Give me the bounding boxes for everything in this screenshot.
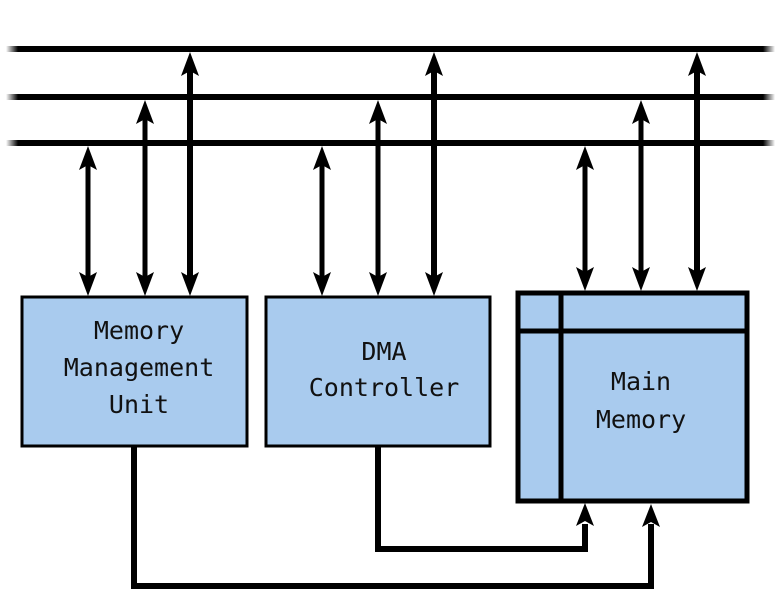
bus-2 (6, 94, 775, 100)
arrowhead-up-icon (369, 100, 387, 124)
block-main-memory-label-line-2: Memory (596, 405, 686, 434)
arrowhead-down-icon (632, 267, 650, 291)
block-main-memory[interactable]: Main Memory (515, 290, 750, 504)
block-mmu-label-line-2: Management (64, 353, 215, 382)
arrowhead-up-icon (181, 52, 199, 76)
bus-3 (6, 140, 775, 146)
connector-dma-bus-2 (369, 100, 387, 296)
arrowhead-up-icon (632, 100, 650, 124)
arrowhead-up-icon (576, 146, 594, 170)
arrowhead-up-icon (688, 52, 706, 76)
connector-mmu-bus-2 (136, 100, 154, 296)
bus-1 (6, 46, 775, 52)
arrowhead-down-icon (425, 272, 443, 296)
connector-main-memory-bus-1 (688, 52, 706, 291)
arrowhead-down-icon (576, 267, 594, 291)
block-dma-label-line-2: Controller (309, 373, 460, 402)
link-mmu-to-main-memory (131, 447, 660, 589)
connector-main-memory-bus-2 (632, 100, 650, 291)
connector-dma-bus-1 (425, 52, 443, 296)
link-dma-to-main-memory (375, 447, 594, 552)
block-main-memory-label-line-1: Main (611, 367, 671, 396)
arrowhead-up-icon (313, 146, 331, 170)
arrowhead-down-icon (313, 272, 331, 296)
arrowhead-up-icon (79, 146, 97, 170)
arrowhead-up-icon (136, 100, 154, 124)
block-mmu[interactable]: Memory Management Unit (20, 295, 249, 448)
connector-mmu-bus-1 (181, 52, 199, 296)
arrowhead-down-icon (79, 272, 97, 296)
arrowhead-down-icon (688, 267, 706, 291)
arrowhead-icon (642, 504, 660, 527)
block-mmu-label-line-3: Unit (109, 390, 169, 419)
block-dma[interactable]: DMA Controller (264, 295, 492, 448)
arrowhead-down-icon (136, 272, 154, 296)
arrowhead-down-icon (181, 272, 199, 296)
connector-dma-bus-3 (313, 146, 331, 296)
arrowhead-up-icon (425, 52, 443, 76)
block-dma-label-line-1: DMA (361, 337, 406, 366)
block-mmu-label-line-1: Memory (94, 316, 184, 345)
arrowhead-icon (576, 503, 594, 526)
connector-main-memory-bus-3 (576, 146, 594, 291)
arrowhead-down-icon (369, 272, 387, 296)
connector-mmu-bus-3 (79, 146, 97, 296)
